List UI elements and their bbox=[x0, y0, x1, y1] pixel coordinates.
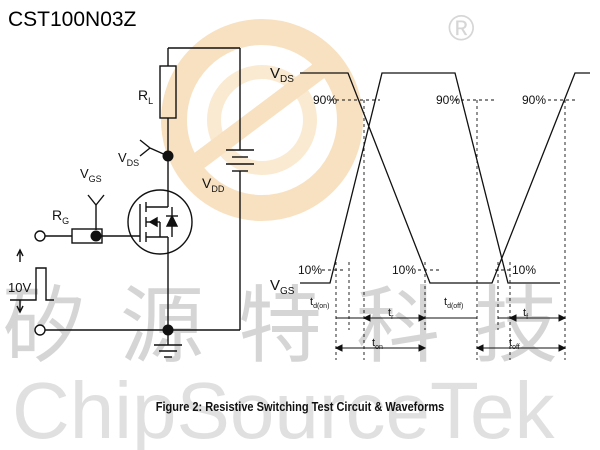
pct10-label: 10% bbox=[298, 263, 322, 277]
ton-label: ton bbox=[372, 337, 383, 351]
watermark-english: ChipSourceTek bbox=[12, 366, 556, 450]
pct90-label: 90% bbox=[436, 93, 460, 107]
vds-waveform bbox=[300, 72, 590, 284]
gate-node bbox=[90, 230, 102, 242]
timing-arrows bbox=[334, 314, 567, 352]
pulse-source bbox=[10, 248, 54, 314]
reference-lines bbox=[322, 99, 575, 360]
vdd-battery bbox=[226, 149, 254, 172]
figure-caption: Figure 2: Resistive Switching Test Circu… bbox=[155, 400, 445, 414]
tr-label: tr bbox=[388, 307, 394, 321]
rg-label: RG bbox=[52, 207, 69, 226]
watermark-logo bbox=[161, 19, 363, 221]
test-circuit bbox=[10, 47, 254, 358]
td-off-label: td(off) bbox=[444, 296, 463, 310]
input-terminal-bottom bbox=[34, 324, 46, 336]
pulse-voltage-label: 10V bbox=[8, 280, 31, 295]
vgs-waveform bbox=[300, 72, 560, 284]
pct10-label: 10% bbox=[512, 263, 536, 277]
vds-waveform-label: VDS bbox=[270, 65, 294, 85]
drain-node bbox=[162, 150, 174, 162]
input-terminal-top bbox=[34, 230, 46, 242]
tf-label: tf bbox=[523, 307, 528, 321]
vgs-waveform-label: VGS bbox=[270, 277, 295, 297]
vds-probe-label: VDS bbox=[118, 150, 139, 168]
vdd-label: VDD bbox=[202, 175, 225, 194]
mosfet-symbol bbox=[127, 189, 193, 256]
td-on-label: td(on) bbox=[310, 296, 329, 310]
ground-icon bbox=[154, 344, 182, 358]
waveforms bbox=[300, 72, 590, 284]
vgs-probe-label: VGS bbox=[80, 166, 102, 184]
part-number-title: CST100N03Z bbox=[8, 8, 137, 31]
pct90-label: 90% bbox=[522, 93, 546, 107]
ground-node bbox=[162, 324, 174, 336]
rl-label: RL bbox=[138, 87, 153, 106]
toff-label: toff bbox=[509, 337, 520, 351]
watermark-chinese: 矽源特科技 bbox=[2, 277, 592, 375]
registered-mark: ® bbox=[448, 7, 475, 48]
pct10-label: 10% bbox=[392, 263, 416, 277]
pct90-label: 90% bbox=[313, 93, 337, 107]
